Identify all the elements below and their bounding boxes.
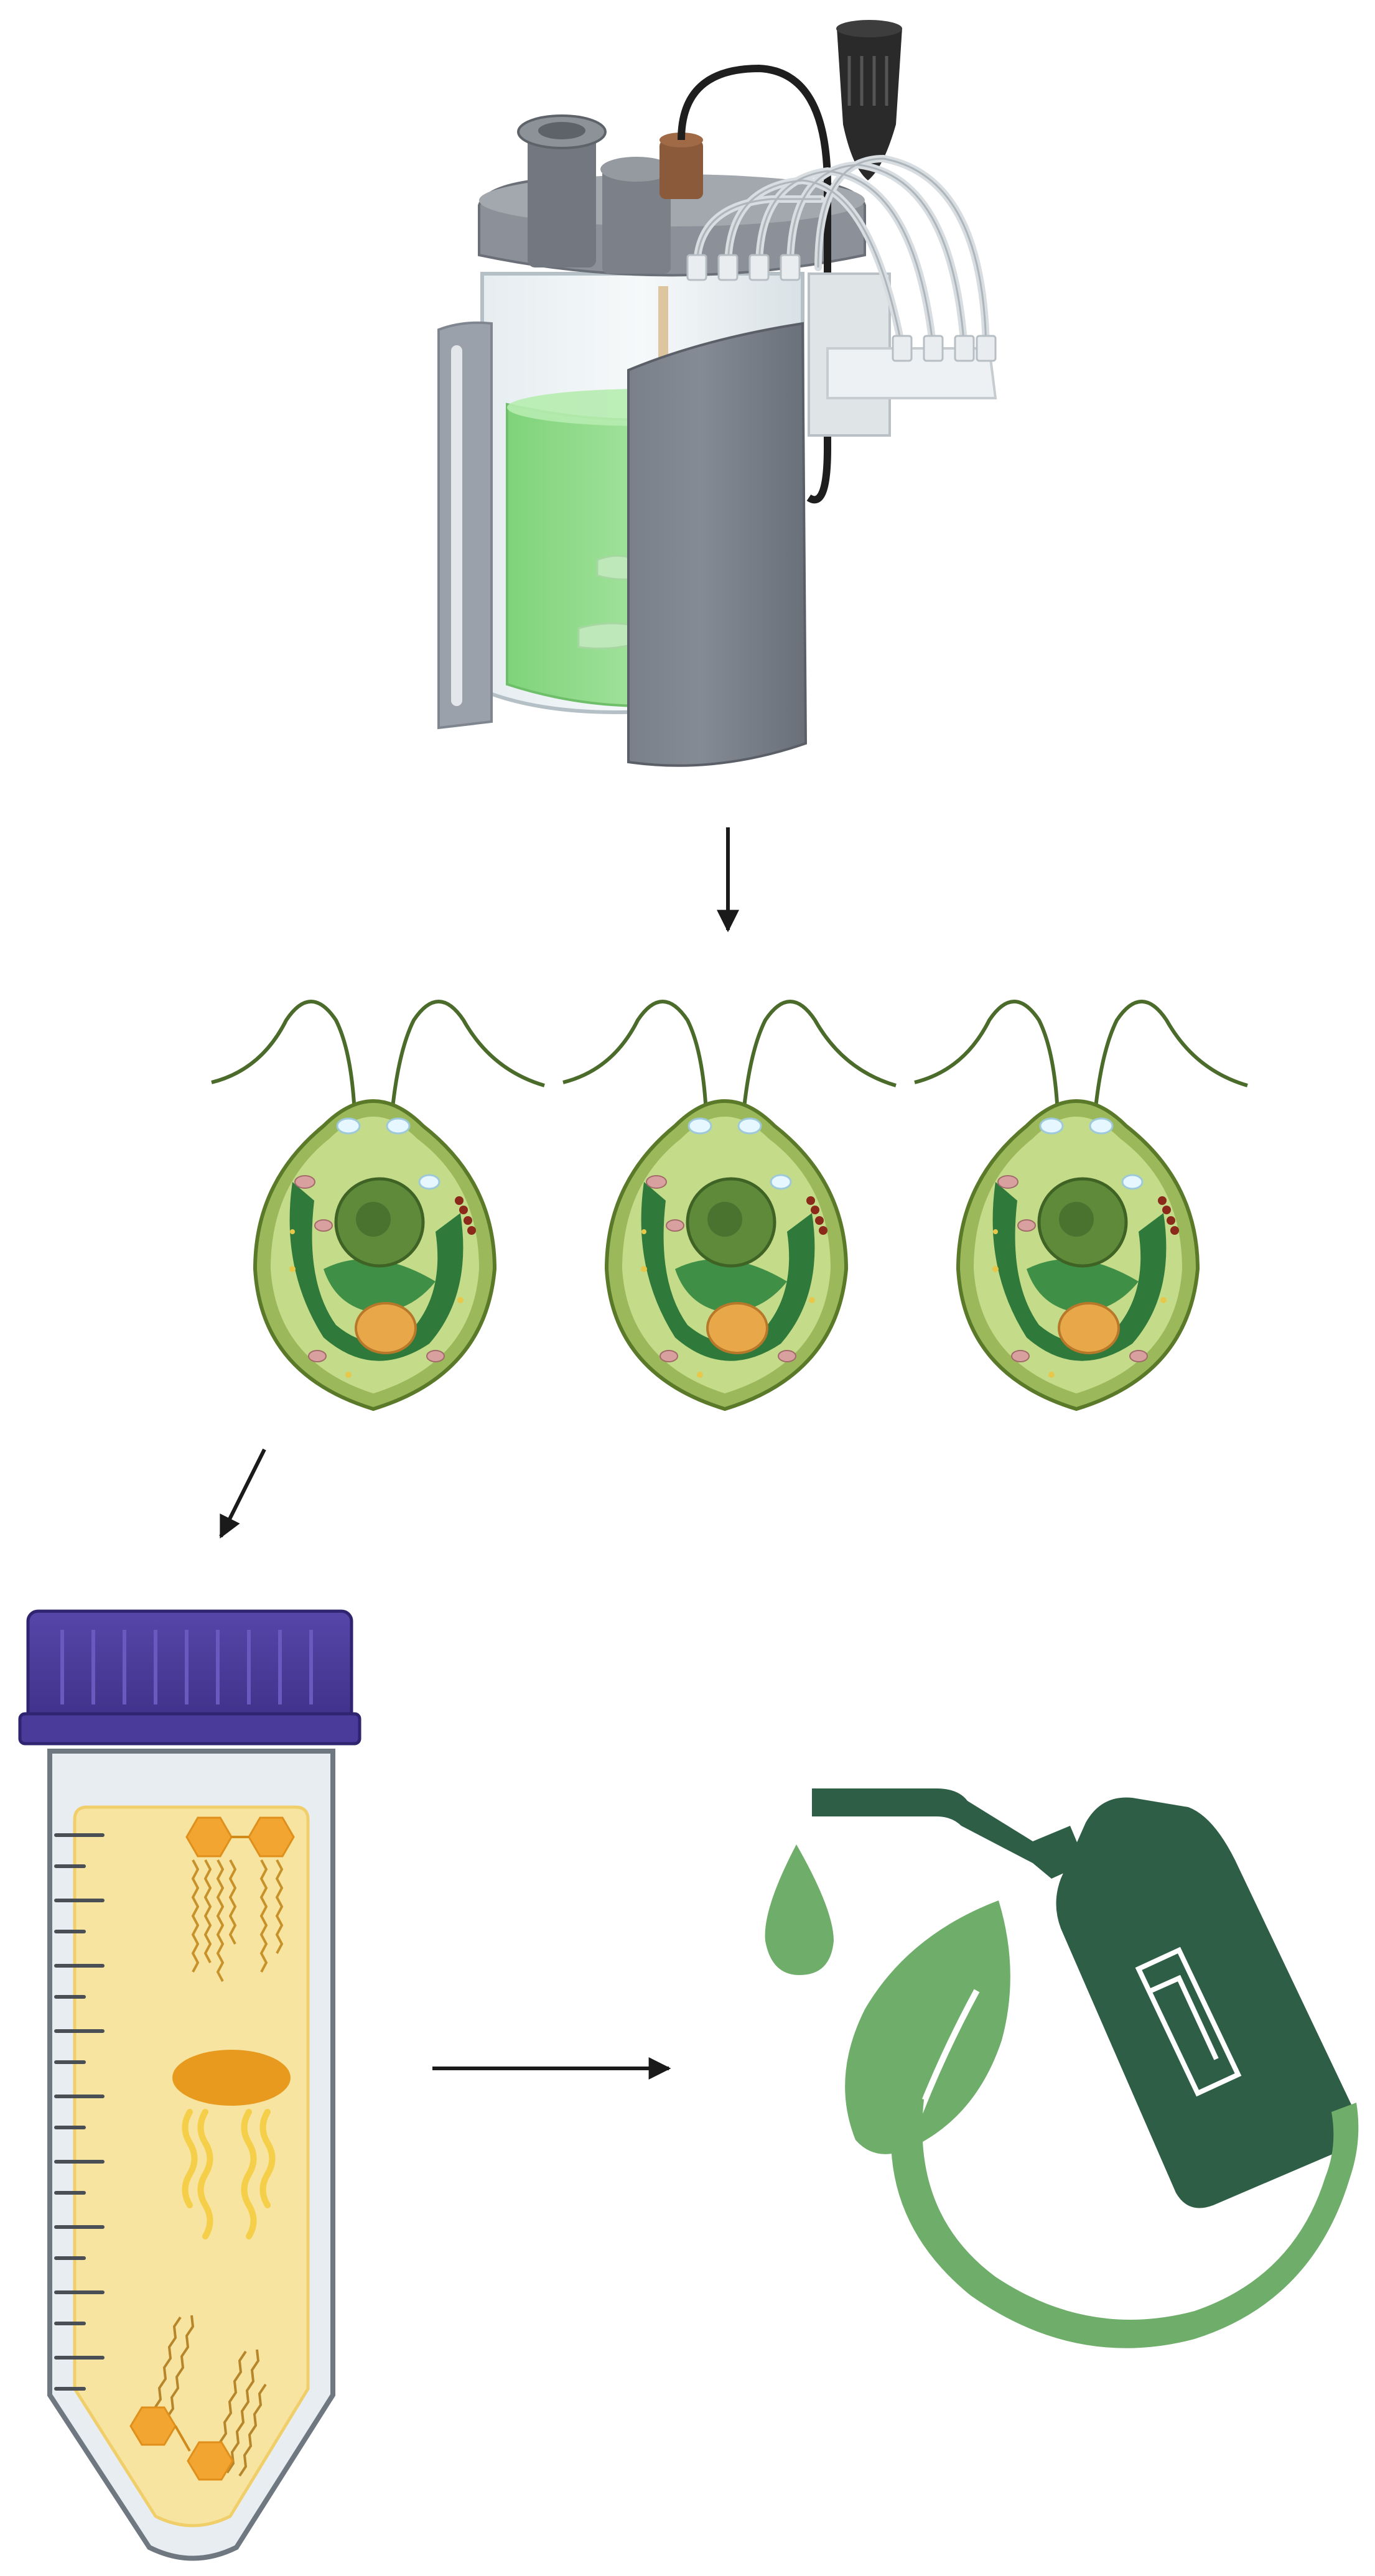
algae-cell-icon: [915, 1002, 1247, 1409]
algae-cell-icon: [563, 1002, 896, 1409]
arrow-cells-to-tube: [219, 1448, 266, 1539]
centrifuge-tube-icon: [18, 1609, 361, 2561]
biofuel-pump-leaf-icon: [765, 1788, 1359, 2348]
algae-cell-icon: [211, 1000, 545, 1411]
bioreactor-icon: [437, 20, 997, 767]
